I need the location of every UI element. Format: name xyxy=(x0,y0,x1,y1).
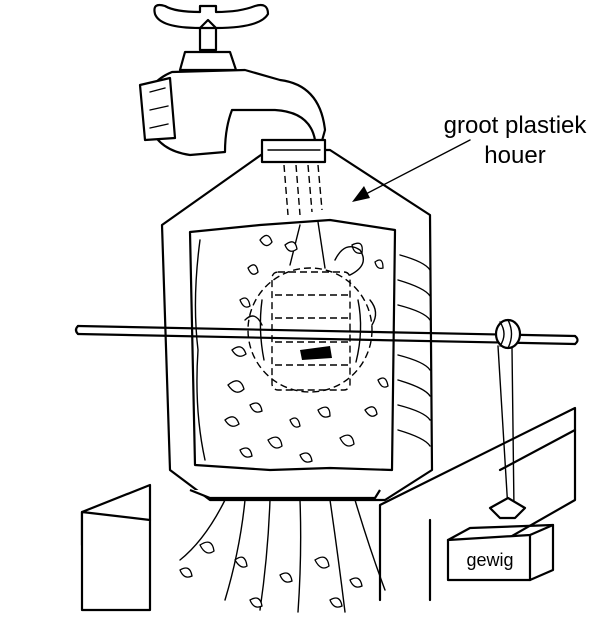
container-label-line-2: houer xyxy=(484,142,545,169)
label-arrowhead xyxy=(352,186,370,202)
container-label-line-1: groot plastiek xyxy=(444,112,588,139)
water-stream xyxy=(283,164,326,269)
water-splashes xyxy=(224,234,389,463)
water-wheel xyxy=(247,267,373,393)
weight-label: gewig xyxy=(466,550,513,570)
axle-rod xyxy=(74,318,579,350)
outflow-water xyxy=(179,499,386,613)
water-tap-icon xyxy=(138,3,327,164)
support-blocks xyxy=(80,406,577,612)
label-arrow-line xyxy=(361,139,471,197)
weight-assembly: gewig xyxy=(446,345,555,582)
plastic-container xyxy=(160,148,434,502)
container-annotation: groot plastiek houer xyxy=(352,112,587,202)
